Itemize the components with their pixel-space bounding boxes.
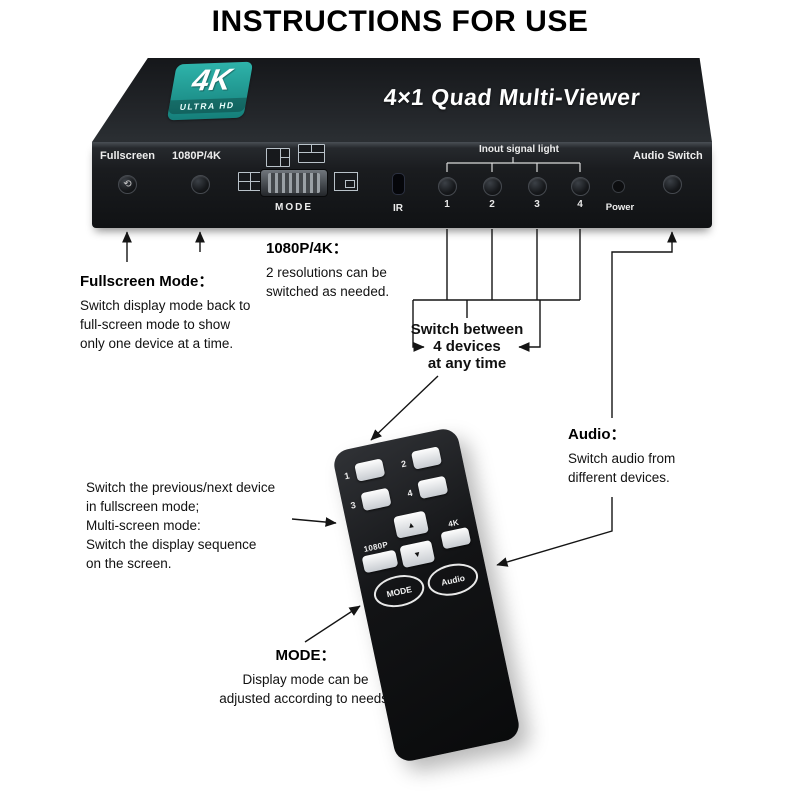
- fullscreen-label: Fullscreen: [100, 150, 156, 162]
- remote-down-button: ▼: [399, 539, 436, 569]
- page-title: INSTRUCTIONS FOR USE: [211, 5, 589, 38]
- fullscreen-annotation-title: Fullscreen Mode：: [80, 273, 214, 290]
- device-model-title: 4×1 Quad Multi-Viewer: [382, 84, 642, 110]
- remote-control: 1 2 3 4 ▲ ▼ 1080P 4K MODE Audio: [331, 426, 522, 764]
- ultra-hd-badge-text: ULTRA HD: [167, 97, 247, 115]
- layout-left-big-icon: [266, 148, 290, 167]
- 4k-ultra-hd-badge: 4K ULTRA HD: [166, 61, 254, 121]
- mode-annotation: MODE： Display mode can be adjusted accor…: [218, 644, 393, 708]
- audio-annotation-title: Audio：: [568, 426, 626, 443]
- switch-devices-annotation: Switch between 4 devices at any time: [397, 321, 537, 372]
- remote-audio-button: Audio: [424, 559, 482, 601]
- up-arrow-icon: ▲: [406, 519, 416, 530]
- mode-slider: [260, 169, 328, 197]
- fullscreen-button: ⟲: [118, 175, 137, 194]
- remote-button-2: [410, 446, 443, 470]
- remote-audio-button-label: Audio: [440, 572, 466, 588]
- mode-label: MODE: [275, 202, 313, 213]
- audio-switch-button: [663, 175, 682, 194]
- switch-devices-line1: Switch between: [410, 321, 524, 338]
- arrow-to-remote-top: [370, 375, 439, 441]
- fullscreen-annotation: Fullscreen Mode： Switch display mode bac…: [80, 270, 305, 353]
- down-arrow-icon: ▼: [412, 548, 423, 560]
- remote-digit-4: 4: [406, 487, 414, 499]
- input-3-number: 3: [534, 199, 540, 210]
- input-2-number: 2: [489, 199, 495, 210]
- power-led: [612, 180, 625, 193]
- resolution-button: [191, 175, 210, 194]
- input-4-button: [571, 177, 590, 196]
- remote-mode-button: MODE: [370, 570, 428, 612]
- loop-icon: ⟲: [123, 179, 132, 190]
- audio-annotation: Audio： Switch audio from different devic…: [568, 423, 708, 487]
- remote-4k-button: [440, 526, 472, 550]
- layout-pip-icon: [334, 172, 358, 191]
- audio-annotation-body: Switch audio from different devices.: [568, 451, 676, 485]
- remote-button-1: [354, 458, 386, 482]
- 4k-badge-text: 4K: [189, 63, 235, 98]
- power-label: Power: [605, 202, 635, 213]
- device-top-face: 4K ULTRA HD 4×1 Quad Multi-Viewer: [92, 58, 712, 142]
- input-4-number: 4: [577, 199, 583, 210]
- device-front-panel: Fullscreen ⟲ 1080P/4K MODE IR Inout sign…: [92, 142, 712, 228]
- prev-next-annotation: Switch the previous/next device in fulls…: [86, 478, 311, 573]
- remote-digit-3: 3: [349, 499, 357, 511]
- remote-mode-button-label: MODE: [385, 583, 413, 599]
- ir-receiver-window: [392, 173, 405, 195]
- resolution-annotation-body: 2 resolutions can be switched as needed.: [266, 265, 390, 299]
- arrow-audio-switch: [611, 231, 677, 418]
- arrow-to-remote-mode: [304, 605, 361, 643]
- resolution-label: 1080P/4K: [172, 150, 221, 162]
- ir-label: IR: [393, 203, 403, 214]
- input-1-number: 1: [444, 199, 450, 210]
- remote-digit-1: 1: [343, 470, 351, 482]
- mode-annotation-title: MODE：: [275, 647, 336, 664]
- arrow-to-remote-audio: [496, 497, 613, 567]
- audio-switch-label: Audio Switch: [633, 150, 703, 162]
- layout-bottom-big-icon: [298, 144, 325, 163]
- switch-devices-line2: 4 devices: [433, 338, 501, 355]
- remote-button-4: [417, 475, 449, 500]
- switch-devices-line3: at any time: [427, 355, 507, 372]
- layout-quad-icon: [238, 172, 262, 191]
- remote-digit-2: 2: [400, 458, 408, 470]
- input-3-button: [528, 177, 547, 196]
- remote-button-3: [360, 487, 392, 512]
- fullscreen-annotation-body: Switch display mode back to full-screen …: [80, 298, 251, 351]
- input-1-button: [438, 177, 457, 196]
- resolution-annotation-title: 1080P/4K：: [266, 240, 348, 257]
- prev-next-annotation-body: Switch the previous/next device in fulls…: [86, 480, 276, 571]
- input-signal-light-label: Inout signal light: [479, 144, 559, 155]
- input-2-button: [483, 177, 502, 196]
- resolution-annotation: 1080P/4K： 2 resolutions can be switched …: [266, 237, 446, 301]
- mode-annotation-body: Display mode can be adjusted according t…: [219, 672, 392, 706]
- remote-up-button: ▲: [393, 510, 429, 539]
